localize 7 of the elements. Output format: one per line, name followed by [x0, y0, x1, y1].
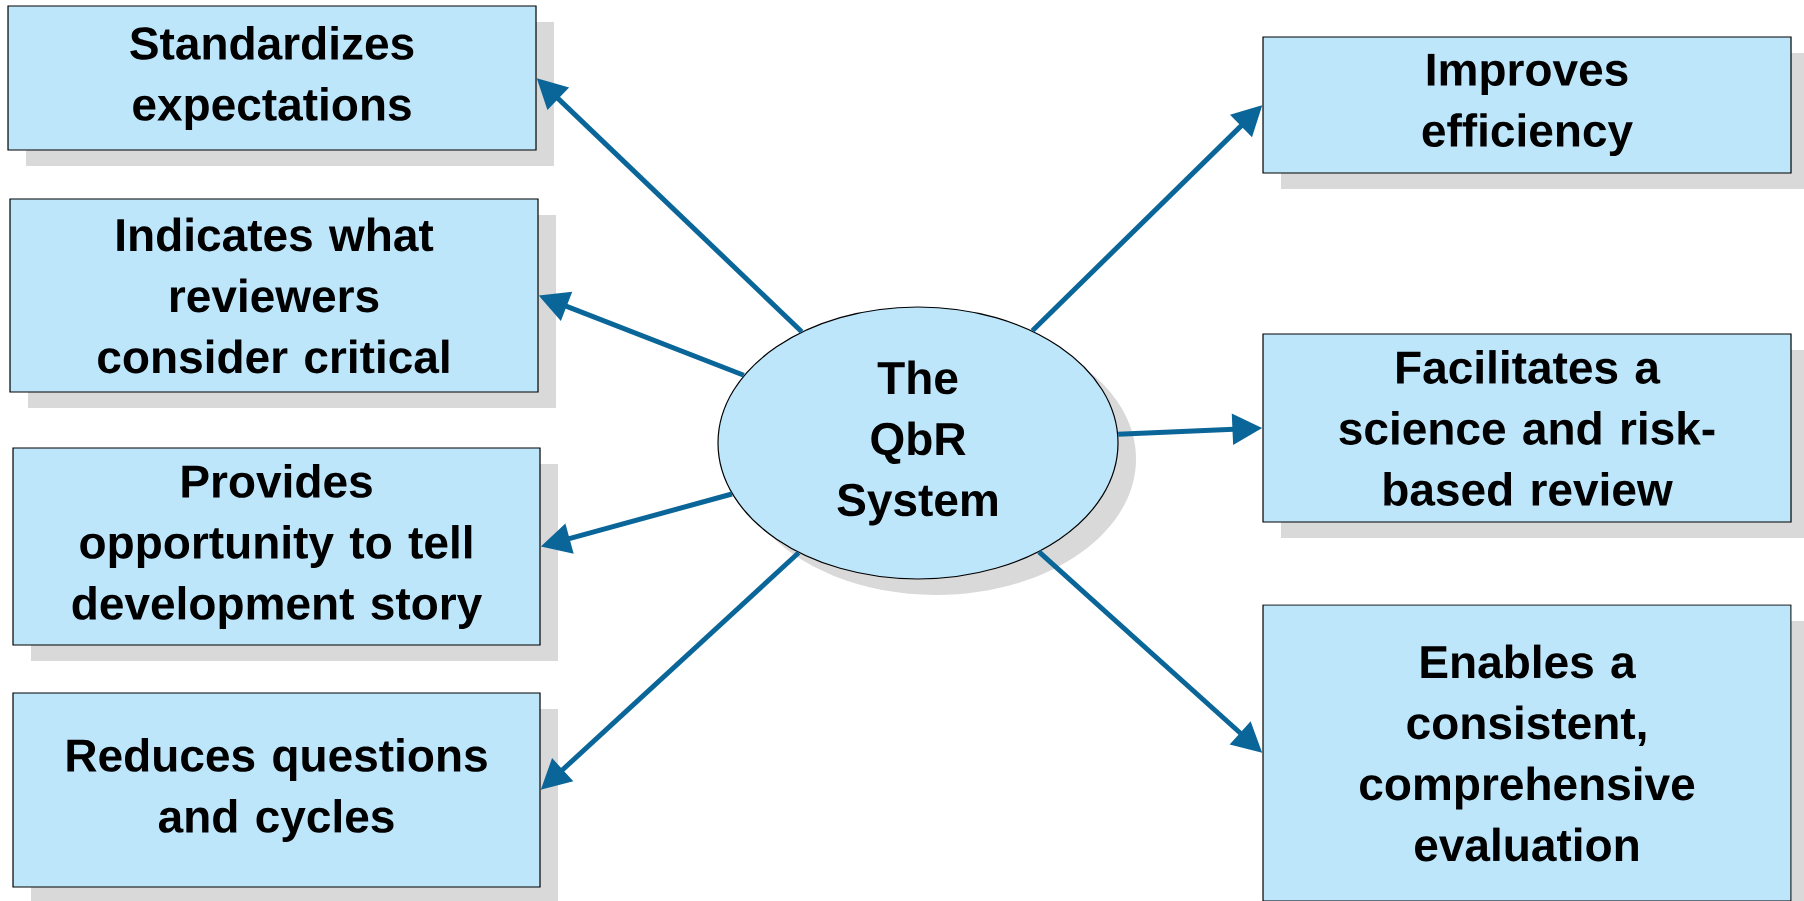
text-box: Indicates what reviewers consider critical: [9, 198, 556, 408]
text-box: Improves efficiency: [1262, 36, 1804, 189]
text-box: Enables a consistent, comprehensive evaluation: [1262, 604, 1804, 901]
text-box: Provides opportunity to tell development story: [12, 447, 558, 661]
text-box: Standardizes expectations: [7, 5, 554, 166]
text-box: Reduces questions and cycles: [12, 692, 558, 901]
text-box: Facilitates a science and risk-based review: [1262, 333, 1804, 538]
